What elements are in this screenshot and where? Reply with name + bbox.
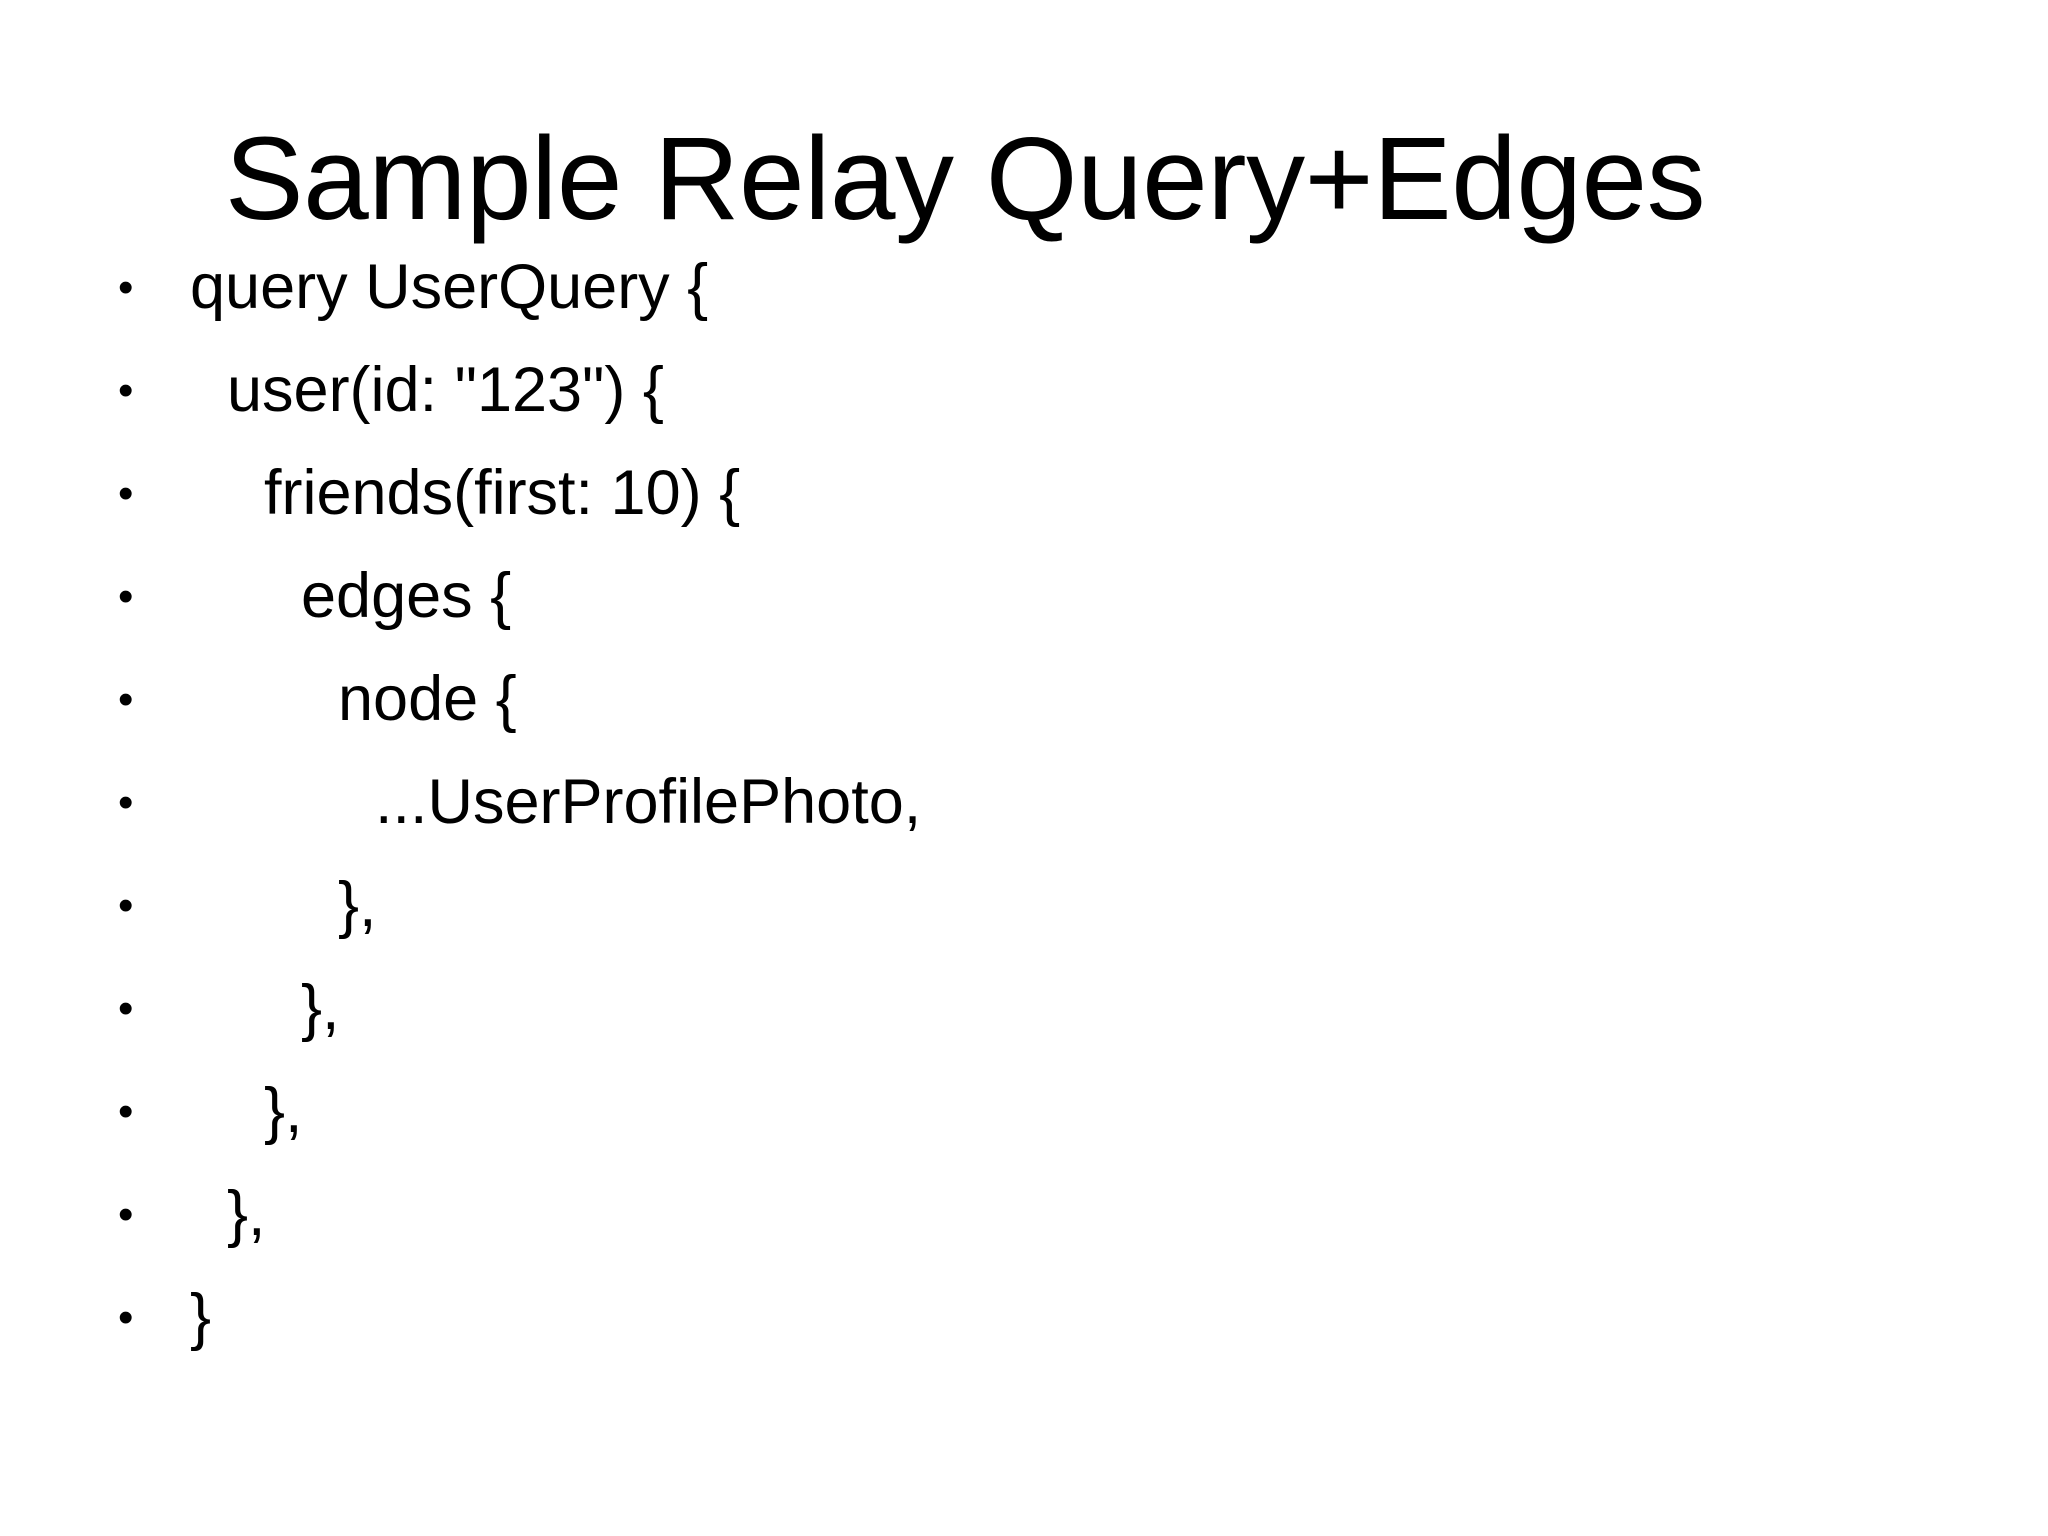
bullet-icon: • <box>118 263 134 312</box>
code-line-text: } <box>190 1282 212 1352</box>
list-item: •}, <box>0 854 2048 957</box>
bullet-icon: • <box>118 984 134 1033</box>
code-line-text: ...UserProfilePhoto, <box>375 767 922 837</box>
bullet-icon: • <box>118 778 134 827</box>
code-line-text: }, <box>227 1179 266 1249</box>
list-item: •} <box>0 1266 2048 1369</box>
code-line-text: query UserQuery { <box>190 252 709 322</box>
code-line-text: friends(first: 10) { <box>264 458 741 528</box>
list-item: •}, <box>0 957 2048 1060</box>
list-item: •}, <box>0 1060 2048 1163</box>
list-item: • ...UserProfilePhoto, <box>0 751 2048 854</box>
page-title: Sample Relay Query+Edges <box>224 113 1706 246</box>
bullet-icon: • <box>118 881 134 930</box>
code-line-text: }, <box>301 973 340 1043</box>
code-line-text: node { <box>338 664 517 734</box>
list-item: • user(id: "123") { <box>0 339 2048 442</box>
bullet-icon: • <box>118 675 134 724</box>
list-item: •}, <box>0 1163 2048 1266</box>
list-item: • edges { <box>0 545 2048 648</box>
list-item: • node { <box>0 648 2048 751</box>
bullet-icon: • <box>118 469 134 518</box>
code-bullet-list: • query UserQuery { • user(id: "123") { • fri… <box>0 236 2048 1369</box>
bullet-icon: • <box>118 572 134 621</box>
bullet-icon: • <box>118 1087 134 1136</box>
code-line-text: edges { <box>301 561 512 631</box>
list-item: • query UserQuery { <box>0 236 2048 339</box>
list-item: • friends(first: 10) { <box>0 442 2048 545</box>
code-line-text: }, <box>338 870 377 940</box>
bullet-icon: • <box>118 366 134 415</box>
code-line-text: }, <box>264 1076 303 1146</box>
bullet-icon: • <box>118 1293 134 1342</box>
bullet-icon: • <box>118 1190 134 1239</box>
code-line-text: user(id: "123") { <box>227 355 664 425</box>
